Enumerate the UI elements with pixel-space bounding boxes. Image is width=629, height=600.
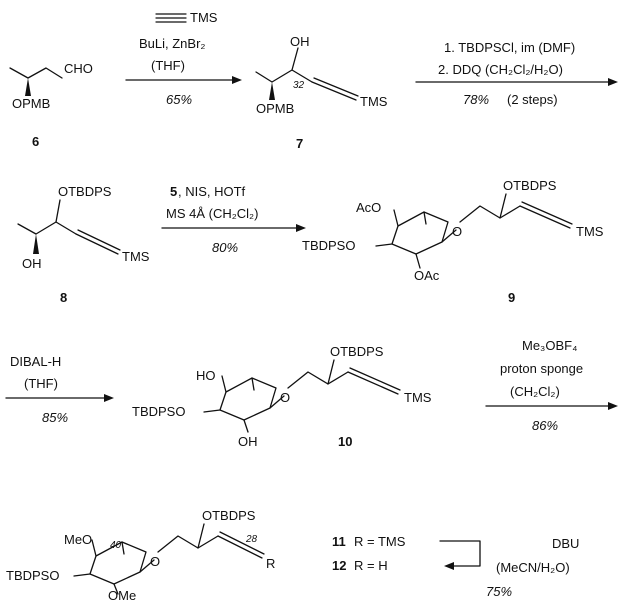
yield-label: 80%	[212, 240, 238, 255]
otbdps-label: OTBDPS	[58, 184, 112, 199]
solvent-label: (CH₂Cl₂)	[510, 384, 560, 399]
hydroxyl-label: OH	[22, 256, 42, 271]
glycosidic-o-label: O	[150, 554, 160, 569]
donor-number: 5	[170, 184, 177, 199]
aldehyde-label: CHO	[64, 61, 93, 76]
locant-40-label: 40	[110, 540, 122, 551]
solvent-label: (MeCN/H₂O)	[496, 560, 570, 575]
hydroxyl-2-label: OH	[238, 434, 258, 449]
tms-label: TMS	[122, 249, 150, 264]
tbdpso-label: TBDPSO	[6, 568, 59, 583]
reagents-label: BuLi, ZnBr₂	[139, 36, 205, 51]
methoxy-label: MeO	[64, 532, 92, 547]
yield-label: 65%	[166, 92, 192, 107]
compound-8: OTBDPS OH TMS 8	[17, 184, 150, 305]
compound-6: CHO OPMB 6	[9, 61, 93, 149]
compound-number: 6	[32, 134, 39, 149]
compound-7: OH 32 OPMB TMS 7	[255, 34, 388, 151]
acetate-2-label: OAc	[414, 268, 440, 283]
reagent-label: DIBAL-H	[10, 354, 61, 369]
locant-label: 32	[293, 80, 305, 91]
yield-label: 78%	[463, 92, 489, 107]
hydroxyl-label: HO	[196, 368, 216, 383]
locant-28-label: 28	[245, 534, 258, 545]
alkyne-reagent-label: TMS	[190, 10, 218, 25]
reaction-arrow-3: 5 , NIS, HOTf MS 4Å (CH₂Cl₂) 80%	[161, 184, 306, 255]
reaction-arrow-5: Me₃OBF₄ proton sponge (CH₂Cl₂) 86%	[485, 338, 618, 433]
tms-label: TMS	[360, 94, 388, 109]
yield-label: 85%	[42, 410, 68, 425]
compound-11-number: 11	[332, 534, 346, 549]
compound-12-number: 12	[332, 558, 346, 573]
additive-label: proton sponge	[500, 361, 583, 376]
compound-number: 7	[296, 136, 303, 151]
reaction-arrow-6: DBU (MeCN/H₂O) 75%	[439, 536, 579, 599]
substituent-r-label: R	[266, 556, 275, 571]
compound-number: 10	[338, 434, 352, 449]
otbdps-label: OTBDPS	[503, 178, 557, 193]
compound-12-definition: R = H	[354, 558, 388, 573]
opmb-label: OPMB	[12, 96, 50, 111]
glycosidic-o-label: O	[280, 390, 290, 405]
compound-number: 9	[508, 290, 515, 305]
otbdps-label: OTBDPS	[202, 508, 256, 523]
step-line-1: 1. TBDPSCl, im (DMF)	[444, 40, 575, 55]
compound-number: 8	[60, 290, 67, 305]
reaction-arrow-2: 1. TBDPSCl, im (DMF) 2. DDQ (CH₂Cl₂/H₂O)…	[415, 40, 618, 107]
product-definitions: 11 R = TMS 12 R = H	[332, 534, 406, 573]
reaction-arrow-4: DIBAL-H (THF) 85%	[5, 354, 114, 425]
tbdpso-label: TBDPSO	[132, 404, 185, 419]
reagents-label: , NIS, HOTf	[178, 184, 246, 199]
yield-note: (2 steps)	[507, 92, 558, 107]
tbdpso-label: TBDPSO	[302, 238, 355, 253]
otbdps-label: OTBDPS	[330, 344, 384, 359]
hydroxyl-label: OH	[290, 34, 310, 49]
reagent-label: DBU	[552, 536, 579, 551]
yield-label: 86%	[532, 418, 558, 433]
methoxy-2-label: OMe	[108, 588, 136, 600]
opmb-label: OPMB	[256, 101, 294, 116]
solvent-label: (THF)	[151, 58, 185, 73]
yield-label: 75%	[486, 584, 512, 599]
conditions-label: MS 4Å (CH₂Cl₂)	[166, 206, 258, 221]
acetate-label: AcO	[356, 200, 381, 215]
compound-9: AcO TBDPSO OAc O OTBDPS TMS 9	[302, 178, 604, 305]
reagent-label: Me₃OBF₄	[522, 338, 577, 353]
reaction-arrow-1: TMS BuLi, ZnBr₂ (THF) 65%	[125, 10, 242, 107]
glycosidic-o-label: O	[452, 224, 462, 239]
tms-label: TMS	[404, 390, 432, 405]
compound-10: HO TBDPSO OH O OTBDPS TMS 10	[132, 344, 432, 449]
solvent-label: (THF)	[24, 376, 58, 391]
tms-label: TMS	[576, 224, 604, 239]
step-line-2: 2. DDQ (CH₂Cl₂/H₂O)	[438, 62, 563, 77]
compound-11-definition: R = TMS	[354, 534, 406, 549]
compound-11-12: MeO 40 TBDPSO OMe O OTBDPS 28 R	[6, 508, 275, 600]
